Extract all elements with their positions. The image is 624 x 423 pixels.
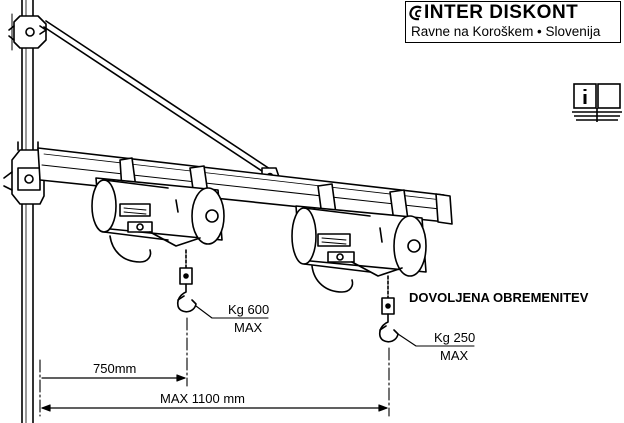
mast-pole xyxy=(21,0,34,423)
load-far-max: MAX xyxy=(440,348,469,363)
hoist-near xyxy=(91,157,225,263)
boom-arm xyxy=(37,147,453,225)
dimension-far-label: MAX 1100 mm xyxy=(160,391,246,406)
hook-far xyxy=(378,275,399,343)
hoist-far xyxy=(291,183,427,293)
load-near-max: MAX xyxy=(234,320,263,335)
brand-location: Ravne na Koroškem • Slovenija xyxy=(411,24,601,39)
dimension-near-label: 750mm xyxy=(93,361,137,376)
permitted-load-heading: DOVOLJENA OBREMENITEV xyxy=(409,290,589,305)
tension-rod xyxy=(43,20,271,176)
brand-logo-icon xyxy=(409,5,422,21)
load-near-label: Kg 600 xyxy=(228,302,270,317)
lower-clamp xyxy=(3,141,45,205)
brand-box xyxy=(405,1,621,43)
load-far-label: Kg 250 xyxy=(434,330,476,345)
dimension-750 xyxy=(41,374,186,382)
hook-near xyxy=(176,249,197,313)
info-manual-icon xyxy=(572,83,622,122)
dimension-1100 xyxy=(41,404,388,412)
label-leaders xyxy=(195,305,475,347)
top-clamp xyxy=(8,13,47,51)
brand-company: INTER DISKONT xyxy=(424,2,579,23)
reference-lines xyxy=(39,317,390,417)
